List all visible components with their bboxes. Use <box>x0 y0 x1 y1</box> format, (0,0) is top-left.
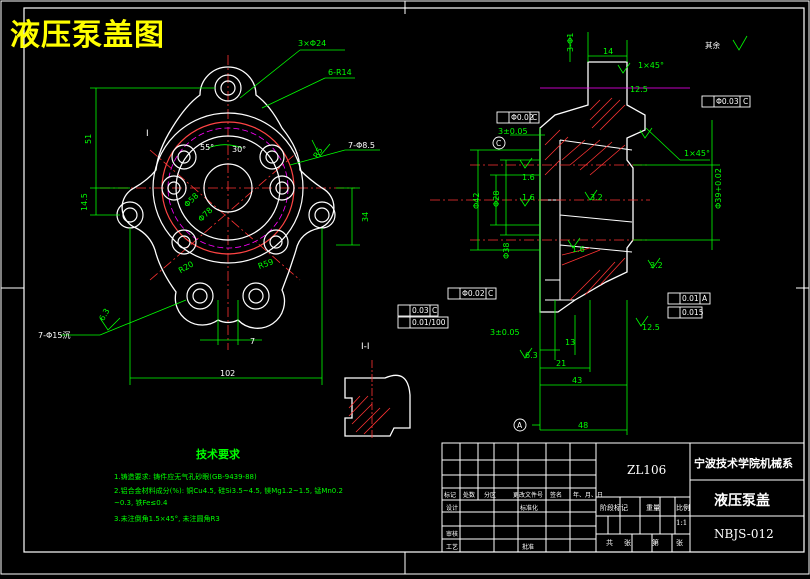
tech-req-line-1: 1.铸造要求: 铸件应无气孔砂眼(GB-9439-88) <box>114 473 257 481</box>
dim-13: 13 <box>565 338 575 347</box>
dim-d78: Φ78 <box>196 206 214 224</box>
dim-1-6-c: 1.6 <box>572 245 585 254</box>
dim-1-6-b: 1.6 <box>522 193 535 202</box>
dim-12-5-a: 12.5 <box>630 85 648 94</box>
dim-12-5-b: 12.5 <box>642 323 660 332</box>
tol-c-a: C <box>743 97 748 106</box>
drawing-title: 液压泵盖图 <box>10 18 165 53</box>
dim-d28: Φ28 <box>492 191 501 207</box>
dim-43: 43 <box>572 376 582 385</box>
view-mark-i: I <box>146 129 149 139</box>
tol-0-01-100: 0.01/100 <box>412 318 446 327</box>
rev-label-5: 签名 <box>550 492 563 499</box>
dim-3-05-a: 3±0.05 <box>498 127 528 136</box>
front-view: 3×Φ24 6-R14 51 14.5 55° 30° R5 7-Φ8.5 Φ5… <box>38 39 380 385</box>
dim-3xd24: 3×Φ24 <box>298 39 326 48</box>
dim-6-3: 6.3 <box>97 307 111 323</box>
standard-label: 标准化 <box>520 505 539 512</box>
dim-1-6-a: 1.6 <box>522 173 535 182</box>
tech-req-line-3: ~0.3, 铁Fe≤0.4 <box>114 499 168 507</box>
dim-7: 7 <box>250 337 255 346</box>
tol-c-b: C <box>532 113 537 122</box>
dim-d42: Φ42 <box>472 193 481 209</box>
dim-6r14: 6-R14 <box>328 68 352 77</box>
stage-mark-label: 阶段标记 <box>600 504 628 512</box>
sheet-4: 张 <box>676 539 683 547</box>
sheet-2: 张 <box>624 539 631 547</box>
tol-d0-02-a: Φ0.02 <box>511 113 534 122</box>
datum-a: A <box>517 421 523 430</box>
dim-55: 55° <box>200 143 214 152</box>
sheet-3: 第 <box>652 539 659 547</box>
tol-a: A <box>702 294 708 303</box>
dim-r5: R5 <box>312 146 325 160</box>
dim-30: 30° <box>232 145 246 154</box>
tech-req-heading: 技术要求 <box>196 448 240 461</box>
rev-label-3: 分区 <box>484 492 497 499</box>
rev-label-6: 年、月、日 <box>573 492 604 499</box>
dim-r20: R20 <box>177 260 195 276</box>
dim-7d8-5: 7-Φ8.5 <box>348 141 375 150</box>
datum-c: C <box>496 139 501 148</box>
dim-1x45-b: 1×45° <box>684 149 710 158</box>
tol-0-015: 0.015 <box>682 308 704 317</box>
design-label: 设计 <box>446 505 459 512</box>
sheet-1: 共 <box>606 539 613 547</box>
inner-border <box>23 7 805 553</box>
dim-34: 34 <box>361 212 370 222</box>
tech-req-line-4: 3.未注倒角1.5×45°, 未注圆角R3 <box>114 515 220 523</box>
dim-21: 21 <box>556 359 566 368</box>
tol-0-01: 0.01 <box>682 294 699 303</box>
tech-req-line-2: 2.铝合金材料成分(%): 铜Cu4.5, 硅Si3.5~4.5, 镁Mg1.2… <box>114 487 343 495</box>
scale-label: 比例 <box>676 504 690 512</box>
tech-requirements: 技术要求 1.铸造要求: 铸件应无气孔砂眼(GB-9439-88) 2.铝合金材… <box>108 446 438 523</box>
dim-d38: Φ38 <box>502 243 511 259</box>
dim-14-5: 14.5 <box>80 193 89 211</box>
dim-r59: R59 <box>257 257 275 271</box>
rev-label-2: 处数 <box>463 492 476 499</box>
title-block-grid <box>441 442 805 553</box>
dim-3-2-a: 3.2 <box>590 193 603 202</box>
process-label: 工艺 <box>446 544 459 551</box>
rev-label-4: 更改文件号 <box>513 492 544 499</box>
weight-label: 重量 <box>646 504 660 512</box>
side-view: 3-Φ1 14 1×45° 12.5 1×45° Φ39+0.02 Φ42 Φ2… <box>397 32 751 435</box>
dim-3-d1: 3-Φ1 <box>566 33 575 52</box>
dim-48: 48 <box>578 421 588 430</box>
dim-3-2-b: 3.2 <box>650 261 663 270</box>
review-label: 审核 <box>446 531 459 538</box>
drawing-number: NBJS-012 <box>714 527 774 541</box>
dim-6-3-b: 6.3 <box>525 351 538 360</box>
roughness-note: 其余 <box>705 40 720 50</box>
dim-3-05-b: 3±0.05 <box>490 328 520 337</box>
school-name: 宁波技术学院机械系 <box>694 457 793 470</box>
section-label: I-I <box>361 342 370 352</box>
tol-d0-03: Φ0.03 <box>716 97 739 106</box>
tol-c-d: C <box>432 306 437 315</box>
dim-d39: Φ39+0.02 <box>714 168 723 209</box>
tol-c-c: C <box>488 289 493 298</box>
approve-label: 批准 <box>522 544 535 551</box>
dim-51: 51 <box>84 134 93 144</box>
dim-7d15: 7-Φ15沉 <box>38 331 70 340</box>
dim-14: 14 <box>603 47 613 56</box>
dim-102: 102 <box>220 369 235 378</box>
tol-0-03: 0.03 <box>412 306 429 315</box>
scale-value: 1:1 <box>676 519 688 527</box>
part-name: 液压泵盖 <box>714 493 770 509</box>
section-detail <box>344 360 411 440</box>
tol-d0-02-b: Φ0.02 <box>462 289 485 298</box>
dim-1x45-a: 1×45° <box>638 61 664 70</box>
part-code: ZL106 <box>627 463 667 477</box>
rev-label-1: 标记 <box>444 492 457 499</box>
